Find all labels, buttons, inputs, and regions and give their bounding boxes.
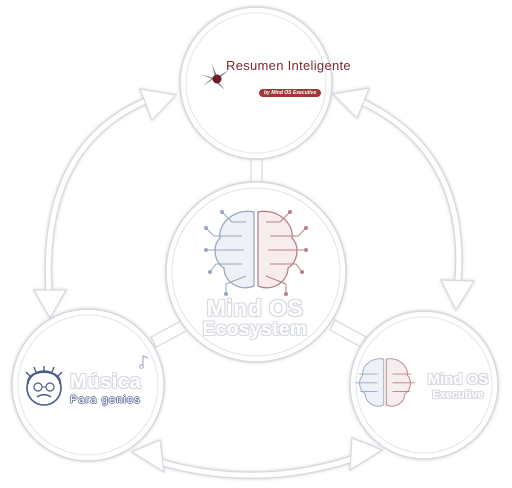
center-title: Mind OS [206,295,304,321]
node-musica-circle [11,308,165,462]
executive-brain-icon [355,358,415,407]
music-note-icon [139,355,149,369]
musica-subtitle: Para genios [70,394,141,406]
executive-title: Mind OS [427,371,489,388]
resumen-badge: by Mind OS Executive [259,89,322,97]
cycle-arrow-musica-to-executive [130,437,384,480]
node-resumen-circle [179,6,333,160]
center-subtitle: Ecosystem [202,319,308,340]
brain-circuit-icon [204,210,308,296]
resumen-title: Resumen Inteligente [226,58,351,73]
node-executive-circle [349,310,499,460]
connector-center-executive [329,319,367,348]
musica-title: Música [70,371,142,393]
cycle-arrow-resumen-to-executive [331,87,476,312]
center-circle [165,181,347,363]
starburst-icon [199,64,229,90]
cycle-arrow-resumen-to-musica [32,88,178,320]
genius-face-icon [25,366,63,406]
executive-subtitle: Executive [432,389,484,401]
